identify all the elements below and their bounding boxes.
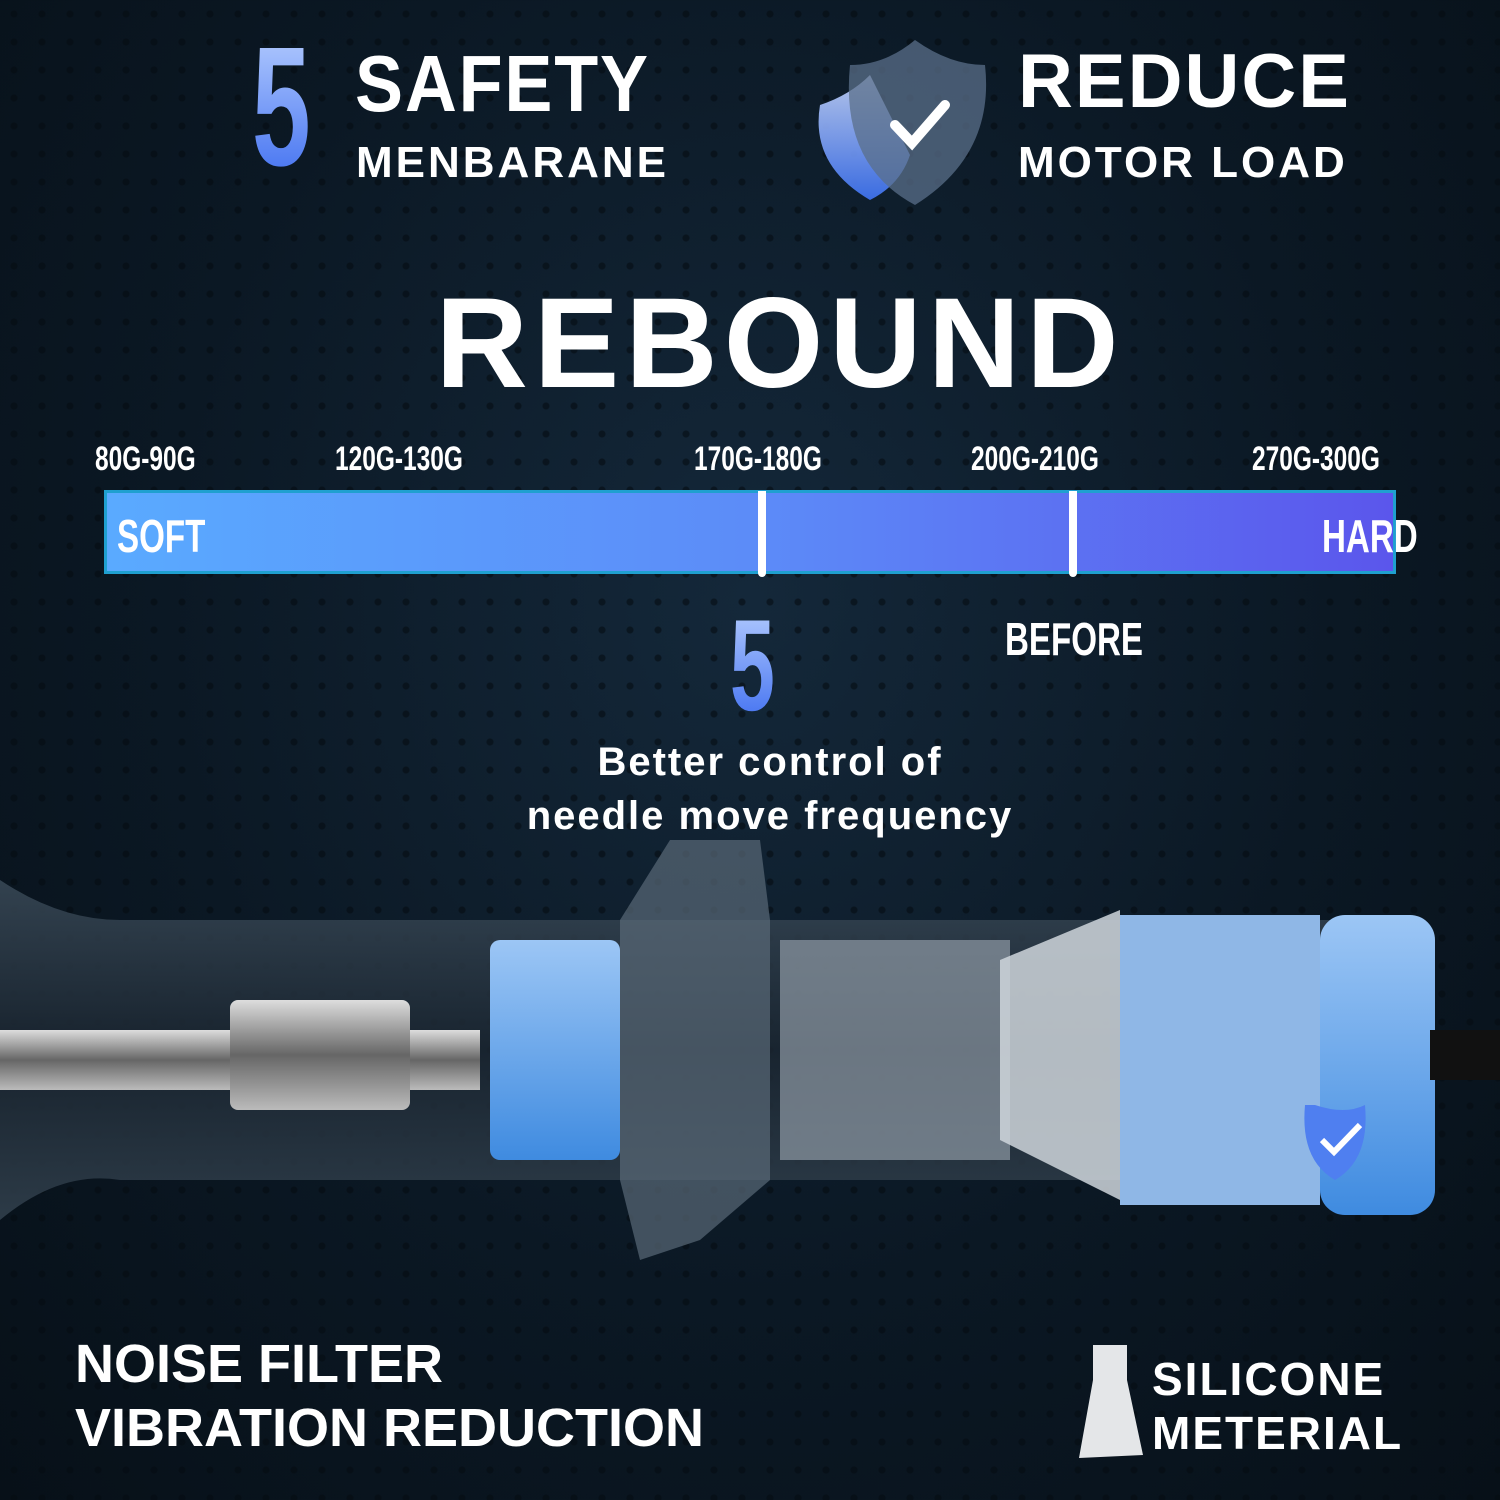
caption-line-2: needle move frequency [526,794,1014,838]
noise-filter-line-2: VIBRATION REDUCTION [75,1398,704,1458]
caption-line-1: Better control of [597,740,943,784]
motor-load-subtitle: MOTOR LOAD [1018,138,1348,187]
silicone-line-2: METERIAL [1152,1407,1404,1459]
membrane-subtitle: MENBARANE [356,138,669,187]
marker-before [1069,491,1077,577]
silicone-text: SILICONE METERIAL [1152,1352,1403,1460]
noise-filter-text: NOISE FILTER VIBRATION REDUCTION [75,1332,704,1460]
scale-label: 270G-300G [1252,440,1380,478]
scale-label: 170G-180G [694,440,822,478]
marker-before-label: BEFORE [1005,613,1144,665]
scale-label: 80G-90G [95,440,196,478]
shield-check-icon [818,40,987,205]
hardness-scale-bar: SOFT HARD [104,490,1418,577]
cartridge-illustration [0,840,1500,1260]
scale-label: 200G-210G [971,440,1099,478]
rebound-heading: REBOUND [435,272,1125,415]
marker-5-label: 5 [730,592,775,738]
caption: Better control of needle move frequency [0,735,1500,843]
scale-label: 120G-130G [335,440,463,478]
reduce-title: REDUCE [1018,39,1351,124]
marker-5 [758,491,766,577]
hard-label: HARD [1322,510,1418,562]
silicone-line-1: SILICONE [1152,1353,1386,1405]
safety-title: SAFETY [355,39,650,128]
small-shield-check-icon [1304,1105,1366,1180]
silicone-part-icon [1079,1345,1143,1458]
noise-filter-line-1: NOISE FILTER [75,1334,444,1394]
five-number: 5 [252,12,311,202]
soft-label: SOFT [117,510,206,562]
